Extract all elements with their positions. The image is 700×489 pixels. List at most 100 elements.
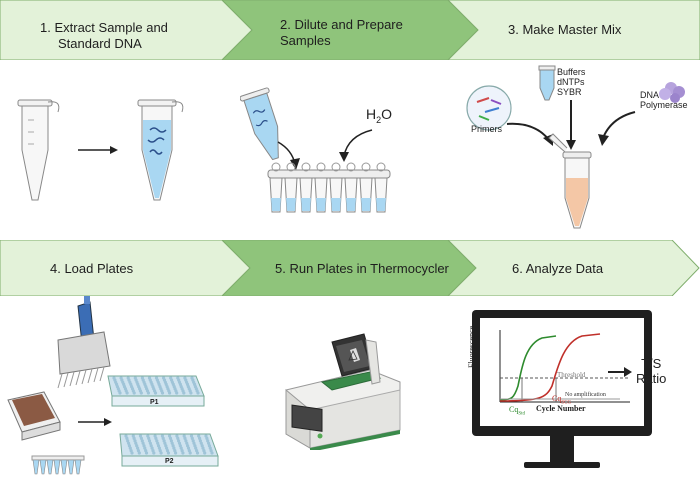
reagent-reservoir-icon [7,391,61,441]
plate-well [200,444,204,448]
buffers-tube-icon [538,65,556,101]
step-4-title: 4. Load Plates [50,261,134,276]
plate-well [134,441,138,445]
plate-well [177,439,181,443]
empty-tube-icon [17,99,60,201]
plate-well [198,436,202,440]
plate-well [160,434,164,438]
plate-well [139,391,143,395]
plate-well [125,391,129,395]
plate-well [168,436,173,440]
plate-well [146,391,150,395]
plate-p2-label: P2 [165,458,174,465]
plate-well [132,391,136,395]
plate-well [128,446,132,450]
plate-well [144,451,149,455]
plate-well [168,434,172,438]
plate-well [150,446,154,450]
step-2-chevron [221,0,479,60]
plate-well [139,436,143,440]
plate-well [136,449,140,453]
plate-well [207,444,211,448]
plate-well [190,436,194,440]
plate-well [165,449,170,453]
plate-well [137,451,141,455]
plate-well [143,446,147,450]
panel-analyze-data [472,310,652,468]
plate-well [142,444,146,448]
plate-well [163,441,167,445]
plate-well [147,439,152,443]
plate-well [210,451,214,455]
plate-well [130,451,134,455]
plate-well [182,391,186,395]
plate-well [184,439,188,443]
plate-well [152,451,156,455]
plate-well [205,436,209,440]
arrow-primers-icon [506,122,550,141]
plate-well [208,446,212,450]
plate-well [125,436,129,440]
plate-well [157,446,161,450]
plate-well [204,434,208,438]
panel-load-plates [7,296,219,475]
plate-well [194,446,198,450]
master-mix-tube-icon [548,133,592,229]
plate-well [126,439,130,443]
arrow-to-plates-icon [78,418,112,426]
plate-well [127,444,131,448]
threshold-label: Threshold [557,371,586,379]
plate-well [189,434,194,438]
panel-thermocycler [285,333,401,450]
amplification-plot [499,330,630,403]
plate-well [135,444,139,448]
tilted-tube-icon [240,87,279,161]
plate-well [165,446,169,450]
plate-well [193,444,197,448]
plate-well [138,434,143,438]
no-amplification-label: No amplification [565,392,606,398]
dna-tube-icon [137,99,184,201]
plate-well [203,451,207,455]
plate-well [198,439,202,443]
plate-well [124,434,128,438]
arrow-right-icon [78,146,118,154]
plate-well [156,444,161,448]
plate-well [182,434,186,438]
strip-tubes-icon [31,455,85,475]
plate-well [168,391,172,395]
plate-well [172,446,176,450]
plate-well [187,449,191,453]
y-axis-label: Fluorescence [467,325,476,368]
primers-label: Primers [471,124,502,134]
plate-well [155,439,159,443]
plate-well [186,444,190,448]
plate-well [170,441,174,445]
plate-well [195,449,199,453]
top-steps-banner [0,0,700,60]
plate-well [153,434,157,438]
panel-extract-dna [17,99,184,201]
plate-well [175,391,179,395]
polymerase-icon [659,82,685,103]
plate-well [186,446,191,450]
plate-well [201,446,205,450]
step-5-title: 5. Run Plates in Thermocycler [275,261,449,276]
monitor-icon [472,310,652,468]
step-5-chevron [221,240,477,296]
plate-well [175,434,179,438]
plate-well [195,451,200,455]
step-3-chevron [447,0,700,60]
panel-dilute-samples [240,87,391,213]
plate-well [141,441,145,445]
plate-well [153,391,158,395]
step-6-chevron [447,240,700,296]
plate-well [164,444,168,448]
plate-well [206,439,210,443]
plate-well [183,436,187,440]
plate-well [160,391,165,395]
plate-well [199,441,203,445]
plate-well [133,439,137,443]
